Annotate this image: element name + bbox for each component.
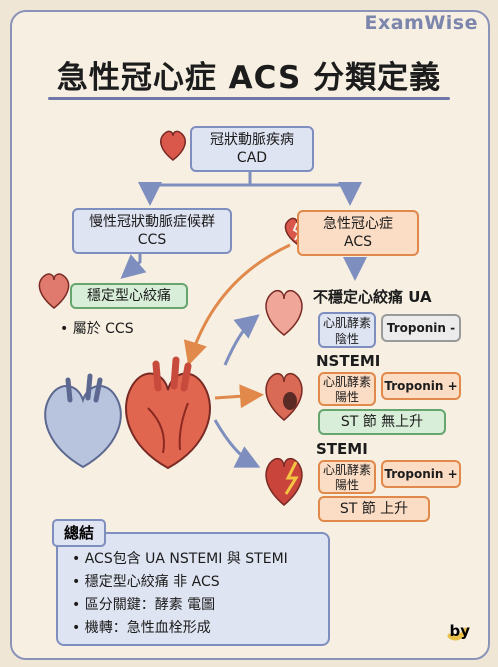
central-heart-illustration [125, 356, 211, 470]
nstemi-enzyme-box: 心肌酵素 陽性 [318, 372, 376, 406]
stemi-troponin-box: Troponin + [381, 460, 461, 488]
belongs-ccs-note: • 屬於 CCS [60, 321, 134, 337]
cad-heart-icon [160, 130, 186, 161]
stable-angina-box: 穩定型心絞痛 [70, 283, 188, 309]
ccs-to-stable-arrow [120, 252, 147, 279]
ua-heart-icon [265, 289, 303, 336]
nstemi-label: NSTEMI [316, 352, 381, 370]
acs-box: 急性冠心症 ACS [297, 210, 419, 256]
stable-angina-heart-icon [38, 273, 70, 309]
acs-to-heart-arrow [183, 243, 291, 366]
nstemi-st-box: ST 節 無上升 [318, 409, 446, 435]
heart-to-nstemi-arrow [214, 384, 264, 409]
ua-enzyme-box: 心肌酵素 陰性 [318, 312, 376, 348]
ua-troponin-box: Troponin - [381, 314, 461, 342]
ccs-box: 慢性冠狀動脈症候群 CCS [72, 208, 232, 254]
page-title: 急性冠心症 ACS 分類定義 [56, 60, 442, 96]
ua-label: 不穩定心絞痛 UA [313, 288, 432, 306]
nstemi-troponin-box: Troponin + [381, 372, 461, 400]
nstemi-heart-icon [265, 372, 303, 421]
byline: by [449, 622, 470, 640]
summary-item: • 區分關鍵：酵素 電圖 [72, 597, 216, 613]
cad-split-arrows [138, 172, 362, 206]
title-underline [48, 97, 450, 100]
blue-anatomical-heart [44, 373, 122, 469]
byline-banana-icon [447, 627, 469, 641]
summary-tag: 總結 [52, 519, 106, 547]
stemi-heart-icon [265, 457, 303, 506]
cad-box: 冠狀動脈疾病 CAD [190, 126, 314, 172]
heart-to-stemi-arrow [213, 419, 261, 468]
stemi-st-box: ST 節 上升 [318, 496, 430, 522]
stemi-enzyme-box: 心肌酵素 陽性 [318, 460, 376, 494]
stemi-label: STEMI [316, 440, 368, 458]
summary-item: • 機轉：急性血栓形成 [72, 620, 211, 636]
summary-box: • ACS包含 UA NSTEMI 與 STEMI • 穩定型心絞痛 非 ACS… [56, 532, 330, 646]
brand-logo: ExamWise [364, 12, 478, 34]
summary-item: • 穩定型心絞痛 非 ACS [72, 574, 220, 590]
heart-to-ua-arrow [223, 314, 260, 366]
summary-item: • ACS包含 UA NSTEMI 與 STEMI [72, 551, 288, 567]
